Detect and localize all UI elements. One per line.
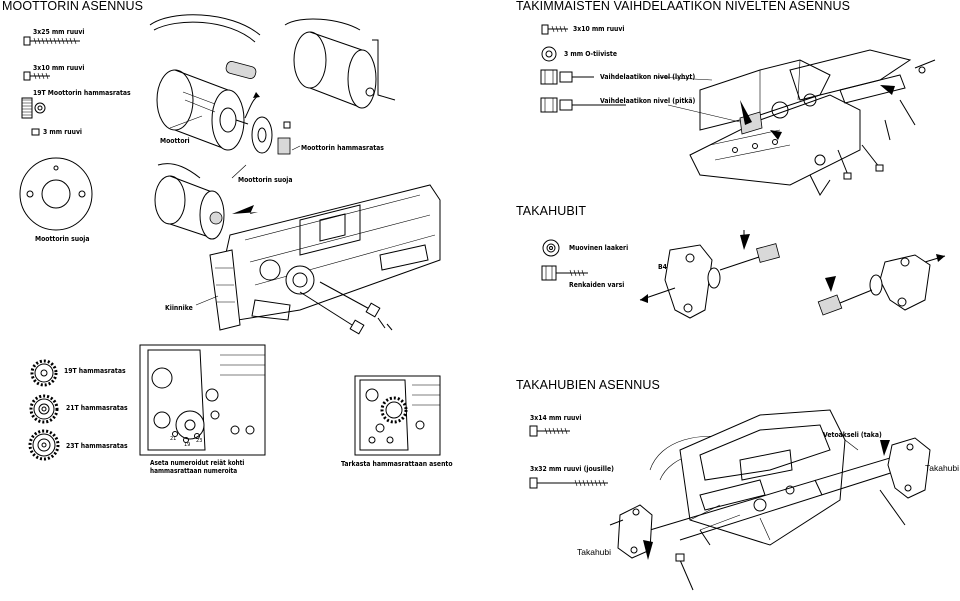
screw-3x10-drawing: [23, 71, 50, 81]
callout-mount: Kiinnike: [165, 303, 193, 312]
label-gear-21t: 21T hammasratas: [66, 403, 128, 412]
gear-23t-drawing: [28, 429, 60, 461]
hole-number-19: 19: [184, 442, 191, 448]
hole-number-21: 21: [170, 436, 177, 442]
heading-rear-hubs: TAKAHUBIT: [516, 204, 587, 218]
callout-motor-pinion: Moottorin hammasratas: [301, 143, 384, 152]
gear-holes-detail-drawing: [139, 344, 266, 456]
label-oring-3mm: 3 mm O-tiiviste: [564, 49, 617, 58]
callout-motor: Moottori: [160, 136, 190, 145]
screw-3x10-gearbox-drawing: [541, 24, 568, 35]
label-wheel-axle: Renkaiden varsi: [569, 280, 625, 289]
motor-with-hex-key-drawing: [284, 18, 396, 109]
wheel-axle-drawing: [541, 265, 588, 281]
label-rear-driveshaft: Vetoakseli (taka): [823, 430, 882, 439]
note-align-holes: Aseta numeroidut reiät kohti hammasratta…: [150, 459, 245, 475]
label-joint-long: Vaihdelaatikon nivel (pitkä): [600, 96, 696, 105]
label-gear-19t: 19T hammasratas: [64, 366, 126, 375]
screw-3x14-drawing: [529, 425, 570, 437]
joint-long-drawing: [540, 97, 626, 113]
rear-hub-left-exploded-drawing: [639, 230, 780, 319]
label-b4: B4: [658, 262, 667, 271]
heading-rear-hubs-installation: TAKAHUBIEN ASENNUS: [516, 378, 660, 392]
label-gear-23t: 23T hammasratas: [66, 441, 128, 450]
joint-short-drawing: [540, 69, 594, 85]
heading-rear-gearbox-joints: TAKIMMAISTEN VAIHDELAATIKON NIVELTEN ASE…: [516, 0, 851, 13]
label-rear-hub-left: Takahubi: [577, 547, 612, 557]
screw-3x25-drawing: [23, 36, 80, 46]
callout-motor-guard: Moottorin suoja: [238, 175, 293, 184]
screw-3x32-drawing: [529, 477, 608, 489]
label-screw-3x14: 3x14 mm ruuvi: [530, 413, 582, 422]
gear-position-check-drawing: [354, 375, 441, 456]
label-screw-3x32-springs: 3x32 mm ruuvi (jousille): [530, 464, 614, 473]
hole-number-23: 23: [196, 438, 203, 444]
label-joint-short: Vaihdelaatikon nivel (lyhyt): [600, 72, 696, 81]
label-motor-guard-part: Moottorin suoja: [35, 234, 90, 243]
label-gearbox-screw-3x10: 3x10 mm ruuvi: [573, 24, 625, 33]
rear-hubs-install-assembly-drawing: [609, 409, 931, 591]
motor-guard-plate-drawing: [19, 157, 93, 231]
gear-19t-drawing: [30, 359, 58, 387]
label-screw-3x25: 3x25 mm ruuvi: [33, 27, 85, 36]
heading-motor-installation: MOOTTORIN ASENNUS: [2, 0, 144, 13]
label-plastic-bearing: Muovinen laakeri: [569, 243, 629, 252]
motor-install-chassis-drawing: [154, 163, 441, 335]
note-check-gear: Tarkasta hammasrattaan asento: [341, 459, 453, 468]
plastic-bearing-drawing: [542, 239, 560, 257]
rear-gearbox-assembly-drawing: [689, 49, 936, 196]
label-pinion-19t: 19T Moottorin hammasratas: [33, 88, 131, 97]
motor-exploded-drawing: [149, 14, 291, 155]
nut-3mm-drawing: [31, 128, 40, 136]
rear-hub-right-exploded-drawing: [817, 254, 946, 316]
label-screw-3x10: 3x10 mm ruuvi: [33, 63, 85, 72]
label-rear-hub-right: Takahubi: [925, 463, 960, 473]
label-nut-3mm: 3 mm ruuvi: [43, 127, 83, 136]
oring-3mm-drawing: [541, 46, 557, 62]
gear-21t-drawing: [29, 394, 59, 424]
pinion-19t-drawing: [21, 97, 46, 119]
